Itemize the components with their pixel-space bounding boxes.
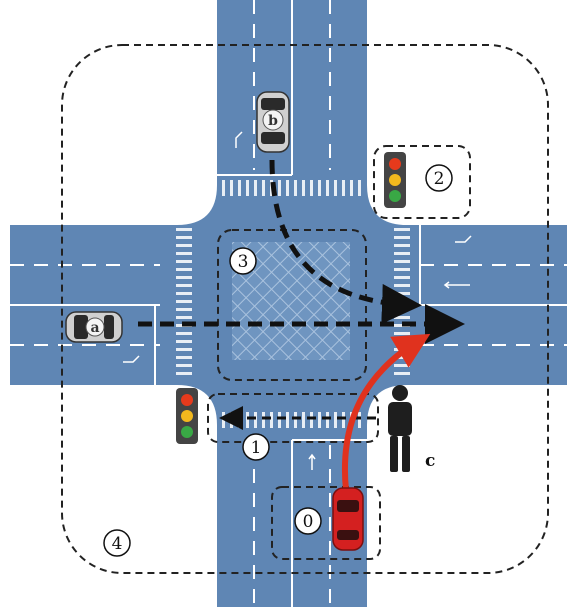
lane-markings (10, 0, 567, 607)
movement-paths (138, 159, 465, 491)
zone-4-label: 4 (112, 534, 123, 554)
vehicle-a: a (65, 311, 123, 343)
zone-4-box (61, 44, 549, 574)
zone-3-box (217, 229, 367, 381)
path-vehicle-c (342, 333, 431, 491)
pedestrian-c: c (388, 385, 435, 472)
vehicle-b: b (256, 91, 290, 153)
zone-0-label: 0 (303, 512, 314, 532)
zone-1-box (207, 393, 379, 443)
crosswalk-north (222, 180, 361, 196)
zone-2-box (373, 145, 471, 219)
zone-2-label: 2 (434, 169, 445, 189)
zone-0-box (271, 486, 381, 560)
vehicle-b-label: b (268, 113, 278, 129)
traffic-light-northeast (384, 152, 406, 208)
zone-badges: 0 1 2 3 4 (103, 164, 453, 557)
crosswalk-south (222, 412, 361, 428)
zone-boxes (61, 44, 549, 574)
zone-1-label: 1 (251, 438, 262, 458)
lane-arrows (123, 131, 472, 470)
vehicle-c-red-car (332, 487, 364, 551)
zone-badge-1: 1 (242, 433, 270, 461)
zone-badge-2: 2 (425, 164, 453, 192)
zone-badge-4: 4 (103, 529, 131, 557)
pedestrian-label: c (425, 451, 435, 471)
vehicle-a-label: a (90, 320, 99, 336)
traffic-light-southwest (176, 388, 198, 444)
path-vehicle-b (269, 159, 422, 324)
zone-3-label: 3 (238, 252, 249, 272)
pedestrian-head (392, 385, 408, 401)
zone-badge-3: 3 (229, 247, 257, 275)
zone-badge-0: 0 (294, 507, 322, 535)
